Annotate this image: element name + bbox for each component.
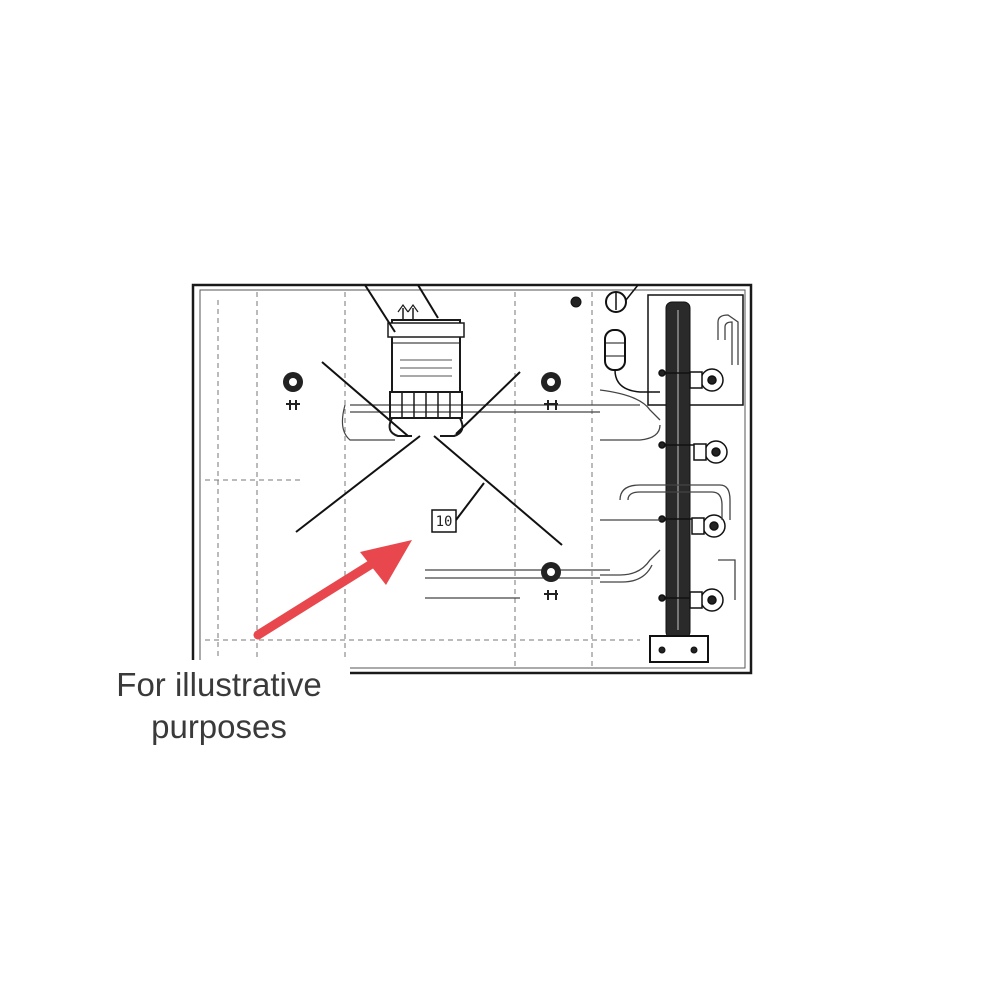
gas-tubing (599, 314, 739, 600)
burner-valve-4 (658, 588, 724, 612)
switch-middle-top (541, 372, 561, 410)
leader-lines (295, 284, 563, 546)
switch-left (283, 372, 303, 410)
caption-line-1: For illustrative (116, 666, 322, 703)
burner-valve-2 (658, 440, 728, 464)
gas-manifold (647, 294, 744, 663)
transformer (387, 303, 465, 437)
pointer-arrow (253, 540, 412, 640)
dashed-guides (205, 292, 640, 666)
switch-middle-bottom (541, 562, 561, 600)
burner-valve-1 (658, 368, 724, 392)
wire-channel (341, 404, 640, 599)
caption-box: For illustrative purposes (88, 660, 350, 750)
part-number-label: 10 (436, 514, 453, 530)
part-callout: 10 (431, 509, 457, 533)
burner-valve-3 (658, 514, 726, 538)
caption-line-2: purposes (151, 708, 287, 745)
top-components (570, 284, 660, 393)
panel-frame (191, 283, 753, 675)
